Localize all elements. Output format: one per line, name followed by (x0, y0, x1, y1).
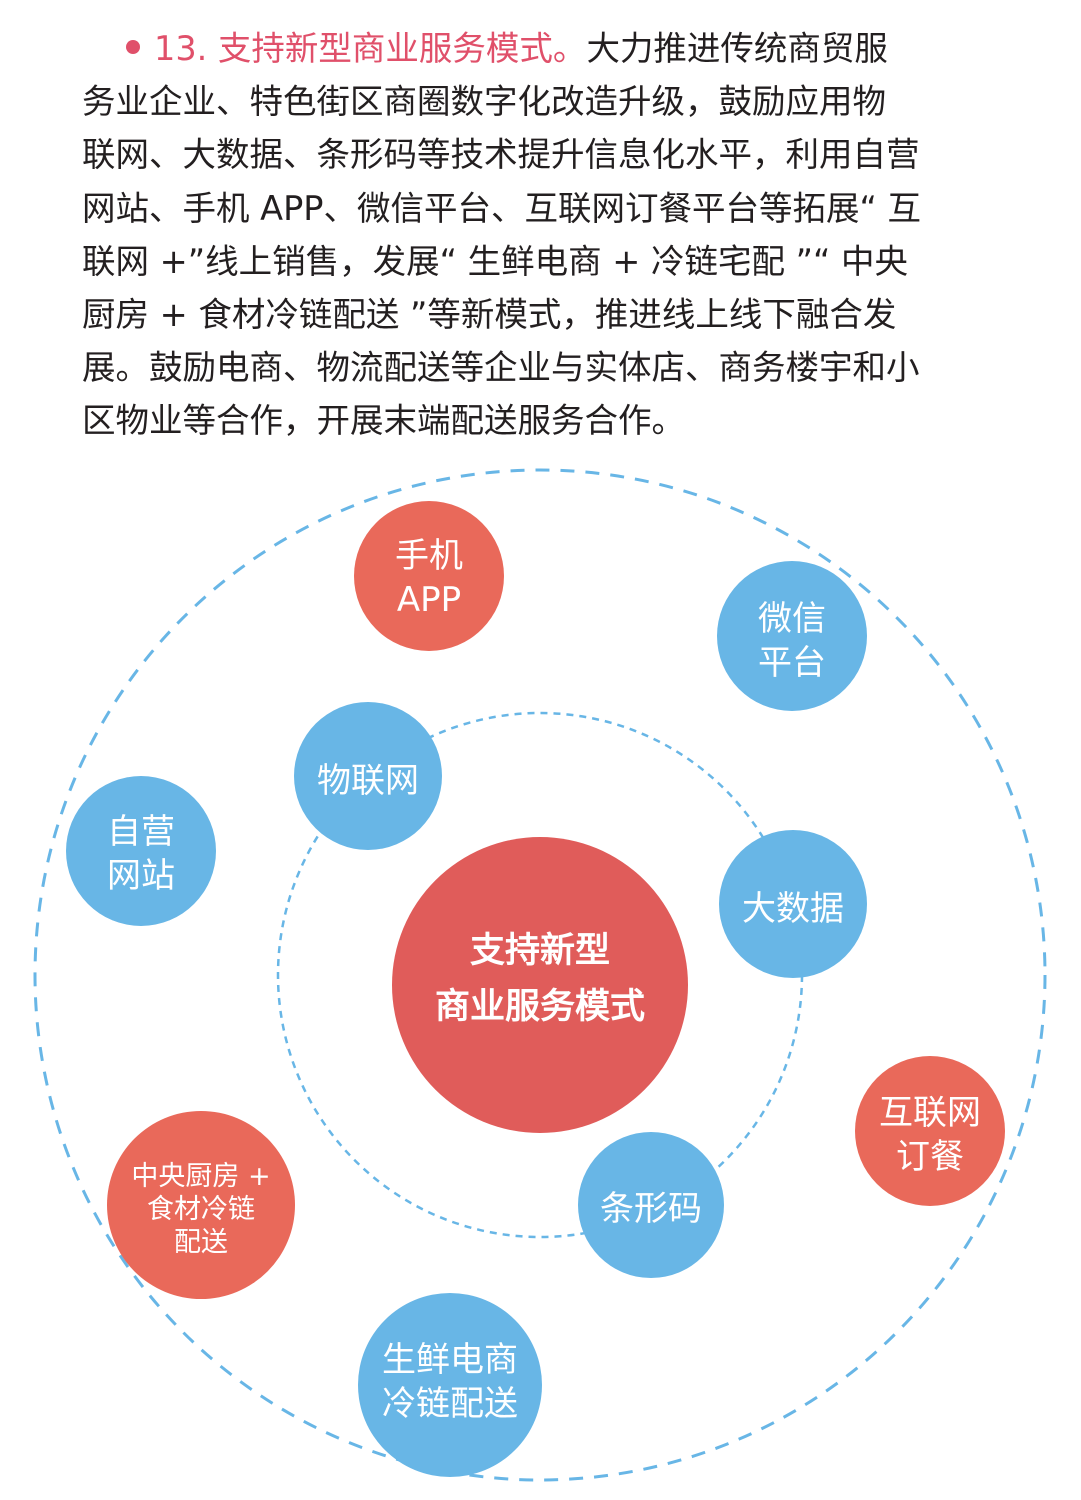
node-tiaoxingma-circle (578, 1132, 724, 1278)
body-paragraph: 13. 支持新型商业服务模式。大力推进传统商贸服 务业企业、特色街区商圈数字化改… (82, 22, 1022, 448)
paragraph-text: 大力推进传统商贸服 (586, 29, 888, 68)
node-shouji-app-label-2: APP (397, 580, 461, 620)
paragraph-line-1: 13. 支持新型商业服务模式。大力推进传统商贸服 (82, 22, 1022, 75)
paragraph-line-6: 厨房 + 食材冷链配送 ”等新模式，推进线上线下融合发 (82, 295, 897, 335)
node-shengxian-dianshang-label-1: 生鲜电商 (382, 1340, 518, 1380)
node-weixin-pingtai-circle (717, 561, 867, 711)
node-ziying-wangzhan-label-2: 网站 (107, 856, 175, 896)
node-ziying-wangzhan-label-1: 自营 (107, 812, 175, 852)
paragraph-line-7: 展。鼓励电商、物流配送等企业与实体店、商务楼宇和小 (82, 348, 920, 388)
paragraph-heading: 13. 支持新型商业服务模式。 (154, 29, 587, 68)
node-dashuju: 大数据 (719, 830, 867, 978)
node-weixin-pingtai-label-2: 平台 (758, 643, 826, 683)
node-ziying-wangzhan-circle (66, 776, 216, 926)
paragraph-line-4: 网站、手机 APP、微信平台、互联网订餐平台等拓展“ 互 (82, 188, 921, 228)
node-wulianwang-circle (294, 702, 442, 850)
center-circle (392, 837, 688, 1133)
node-shouji-app-circle (354, 501, 504, 651)
center-label-line-2: 商业服务模式 (435, 987, 645, 1027)
outer-dashed-ring (33, 468, 1047, 1482)
node-ziying-wangzhan: 自营 网站 (66, 776, 216, 926)
node-hulianwang-dingcan: 互联网 订餐 (855, 1056, 1005, 1206)
node-tiaoxingma: 条形码 (578, 1132, 724, 1278)
node-zhongyang-chufang: 中央厨房 + 食材冷链 配送 (107, 1111, 295, 1299)
node-zhongyang-chufang-circle (107, 1111, 295, 1299)
node-dashuju-circle (719, 830, 867, 978)
node-wulianwang-label: 物联网 (317, 761, 419, 801)
node-zhongyang-chufang-label-2: 食材冷链 (147, 1194, 255, 1225)
node-zhongyang-chufang-label-3: 配送 (174, 1227, 228, 1258)
node-shengxian-dianshang: 生鲜电商 冷链配送 (358, 1293, 542, 1477)
node-shengxian-dianshang-label-2: 冷链配送 (382, 1384, 518, 1424)
node-dashuju-label: 大数据 (742, 889, 844, 929)
node-shengxian-dianshang-circle (358, 1293, 542, 1477)
node-shouji-app: 手机 APP (354, 501, 504, 651)
paragraph-line-8: 区物业等合作，开展末端配送服务合作。 (82, 401, 685, 441)
bullet-dot-icon (126, 39, 140, 54)
node-hulianwang-dingcan-label-2: 订餐 (896, 1137, 964, 1177)
node-hulianwang-dingcan-circle (855, 1056, 1005, 1206)
paragraph-line-3: 联网、大数据、条形码等技术提升信息化水平，利用自营 (82, 135, 920, 175)
node-weixin-pingtai-label-1: 微信 (758, 599, 826, 639)
center-node: 支持新型 商业服务模式 (392, 837, 688, 1133)
node-wulianwang: 物联网 (294, 702, 442, 850)
node-tiaoxingma-label: 条形码 (600, 1189, 702, 1229)
node-zhongyang-chufang-label-1: 中央厨房 + (131, 1161, 270, 1192)
center-label-line-1: 支持新型 (470, 931, 610, 971)
node-hulianwang-dingcan-label-1: 互联网 (879, 1093, 981, 1133)
node-shouji-app-label-1: 手机 (395, 536, 463, 576)
paragraph-line-2: 务业企业、特色街区商圈数字化改造升级，鼓励应用物 (82, 82, 886, 122)
paragraph-line-5: 联网 +”线上销售，发展“ 生鲜电商 + 冷链宅配 ”“ 中央 (82, 241, 908, 281)
node-weixin-pingtai: 微信 平台 (717, 561, 867, 711)
